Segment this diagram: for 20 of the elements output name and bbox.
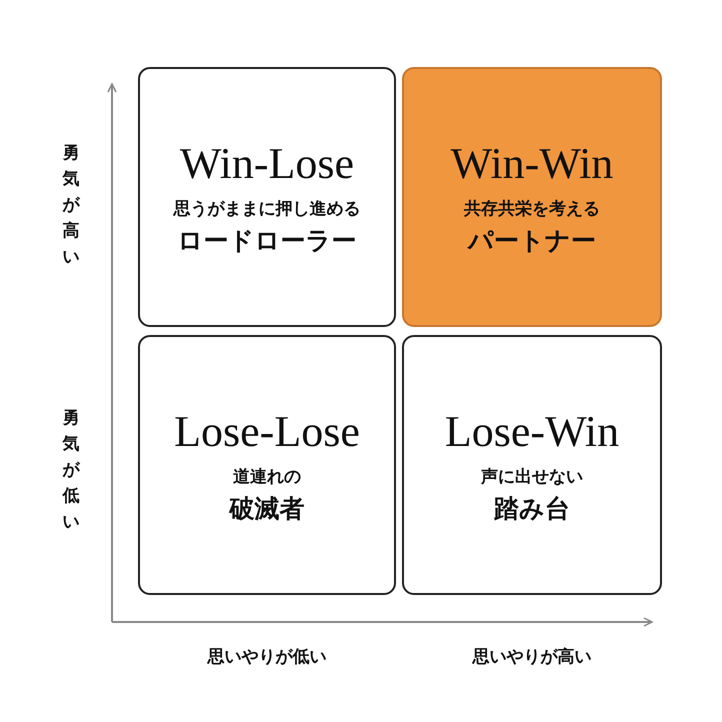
quadrant-box [138, 67, 396, 327]
quadrant-role: ロードローラー [178, 224, 356, 256]
quadrant-subtitle: 思うがままに押し進める [174, 198, 360, 220]
quadrant-subtitle: 道連れの [233, 466, 301, 488]
axis-label: 思いやりが低い [208, 646, 326, 668]
quadrant-role: 破滅者 [230, 492, 304, 524]
axis-label: 勇気が高い [62, 142, 80, 269]
quadrant-title: Win-Win [450, 138, 614, 188]
quadrant-role: パートナー [468, 224, 596, 256]
quadrant-title: Win-Lose [180, 138, 354, 188]
quadrant-subtitle: 共存共栄を考える [464, 198, 600, 220]
quadrant-title: Lose-Lose [174, 406, 360, 456]
quadrant-subtitle: 声に出せない [481, 466, 583, 488]
quadrant-box [402, 335, 662, 595]
axis-label: 思いやりが高い [472, 646, 592, 668]
quadrant-box [138, 335, 396, 595]
quadrant-box [402, 67, 662, 327]
quadrant-role: 踏み台 [494, 492, 570, 524]
axis-label: 勇気が低い [62, 407, 80, 534]
quadrant-title: Lose-Win [444, 406, 620, 456]
